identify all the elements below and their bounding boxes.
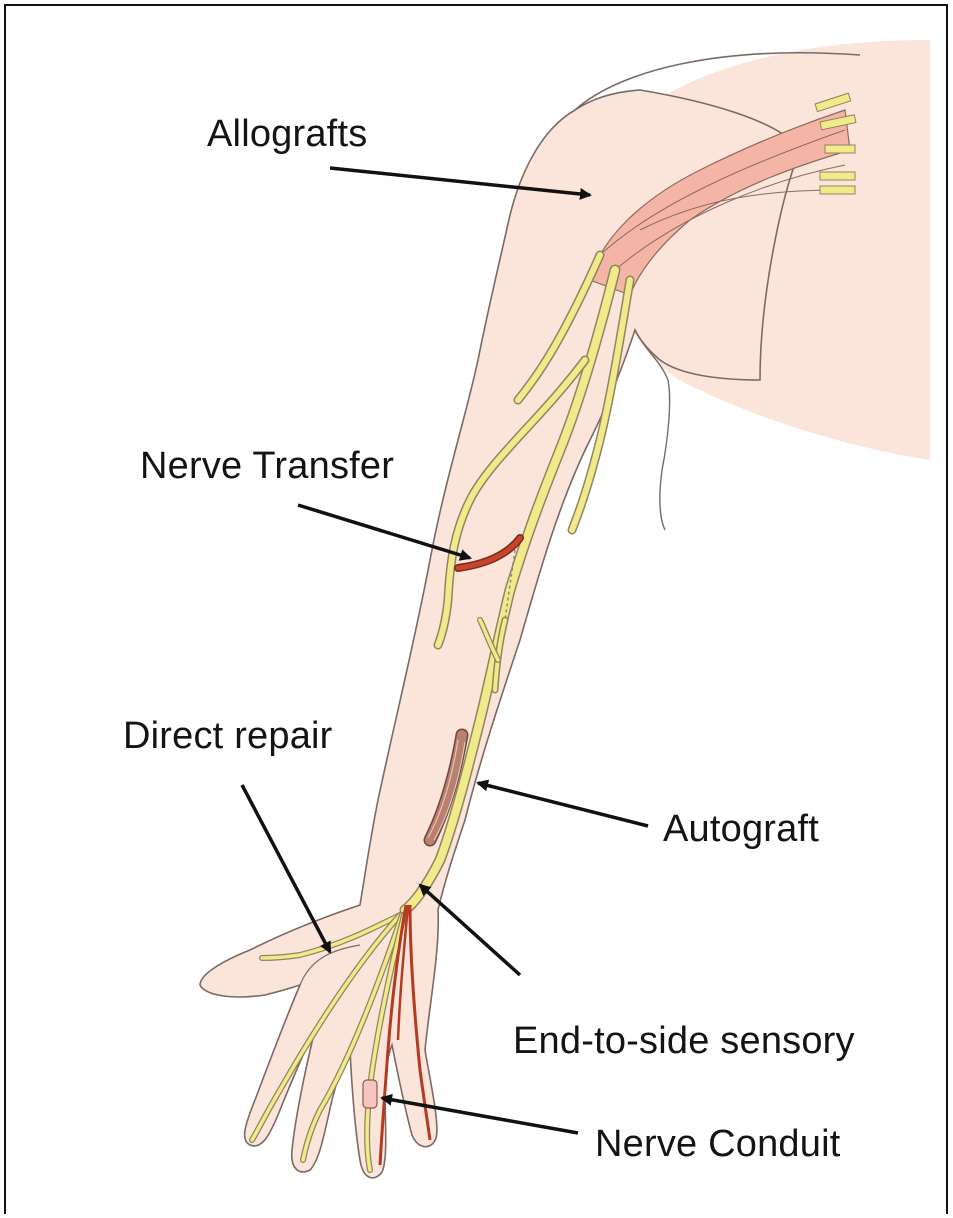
label-direct-repair: Direct repair xyxy=(123,717,333,755)
direct-repair-arrow xyxy=(242,785,330,952)
label-allografts: Allografts xyxy=(207,115,367,153)
autograft-arrow xyxy=(478,783,648,826)
nerve-conduit xyxy=(363,1080,377,1108)
label-nerve-transfer: Nerve Transfer xyxy=(140,447,394,485)
label-nerve-conduit: Nerve Conduit xyxy=(595,1125,841,1163)
label-autograft: Autograft xyxy=(663,810,819,848)
label-end-to-side-sensory: End-to-side sensory xyxy=(513,1022,855,1060)
